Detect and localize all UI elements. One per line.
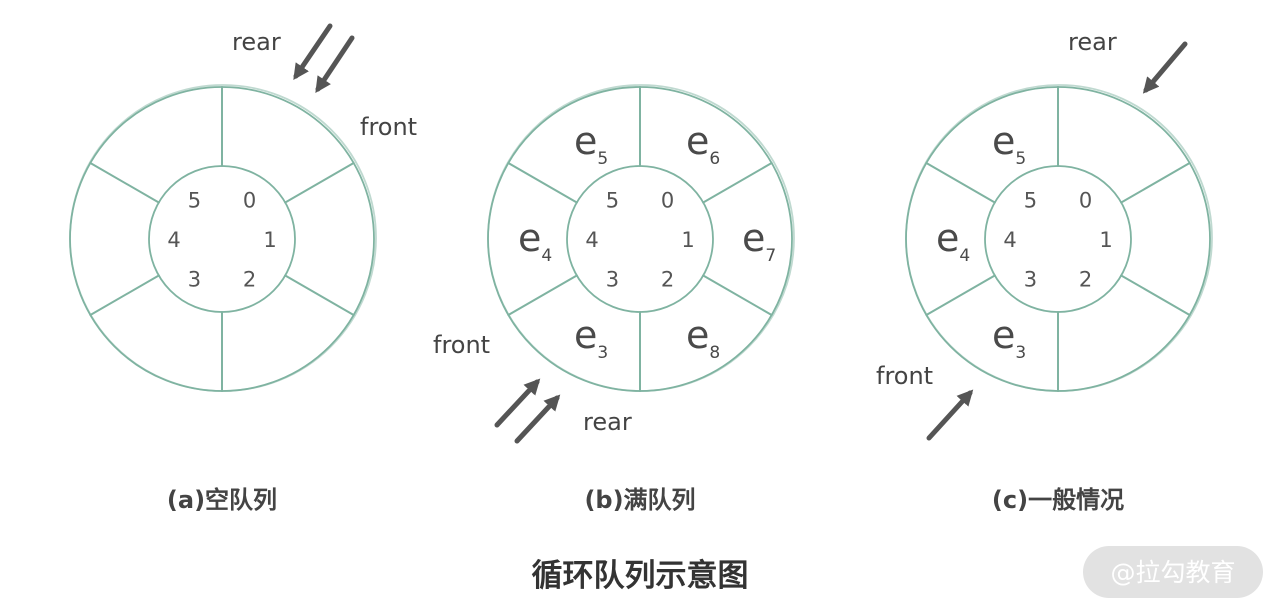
- rear-arrow: [1142, 41, 1188, 94]
- element-subscript: 4: [541, 246, 552, 266]
- ring-divider: [925, 274, 996, 316]
- slot-index-5: 5: [1024, 189, 1037, 213]
- slot-index-1: 1: [263, 228, 276, 252]
- element-subscript: 3: [1015, 343, 1026, 363]
- slot-index-0: 0: [243, 189, 256, 213]
- element-subscript: 7: [765, 246, 776, 266]
- slot-index-3: 3: [606, 267, 619, 291]
- slot-index-1: 1: [1099, 228, 1112, 252]
- ring-divider: [1120, 162, 1191, 204]
- pointer-label-front: front: [360, 113, 417, 141]
- element-subscript: 4: [959, 246, 970, 266]
- watermark-pill: [1083, 546, 1263, 598]
- slot-index-5: 5: [188, 189, 201, 213]
- queue-element-e5: e5: [574, 119, 608, 169]
- queue-element-e5: e5: [992, 119, 1026, 169]
- front-arrow: [926, 389, 974, 441]
- slot-index-2: 2: [661, 267, 674, 291]
- slot-index-4: 4: [167, 228, 180, 252]
- caption-a: (a)空队列: [167, 486, 277, 514]
- slot-index-4: 4: [585, 228, 598, 252]
- ring-divider: [507, 162, 578, 204]
- front-arrow: [494, 378, 541, 428]
- queue-element-e4: e4: [518, 216, 552, 266]
- element-subscript: 5: [1015, 149, 1026, 169]
- ring-divider: [1120, 274, 1191, 316]
- queue-element-e8: e8: [686, 313, 720, 363]
- elements-c: e5 e4 e3: [936, 119, 1026, 363]
- ring-divider: [507, 274, 578, 316]
- caption-c: (c)一般情况: [992, 486, 1124, 514]
- diagram-a: 012 345 rear front (a)空队列: [69, 23, 417, 514]
- ring-divider: [702, 162, 773, 204]
- slot-index-2: 2: [1079, 267, 1092, 291]
- element-subscript: 3: [597, 343, 608, 363]
- ring-divider: [89, 162, 160, 204]
- element-subscript: 6: [709, 149, 720, 169]
- ring-divider: [702, 274, 773, 316]
- element-subscript: 8: [709, 343, 720, 363]
- ring-a: 012 345: [69, 84, 377, 392]
- slot-index-3: 3: [188, 267, 201, 291]
- slot-index-4: 4: [1003, 228, 1016, 252]
- slot-index-5: 5: [606, 189, 619, 213]
- queue-element-e4: e4: [936, 216, 970, 266]
- element-subscript: 5: [597, 149, 608, 169]
- ring-divider: [925, 162, 996, 204]
- watermark-text: @拉勾教育: [1110, 558, 1235, 587]
- pointer-label-rear: rear: [583, 408, 632, 436]
- caption-b: (b)满队列: [584, 486, 695, 514]
- ring-divider: [89, 274, 160, 316]
- ring-divider: [284, 162, 355, 204]
- queue-element-e3: e3: [574, 313, 608, 363]
- queue-element-e3: e3: [992, 313, 1026, 363]
- rear-arrow: [293, 23, 333, 80]
- watermark: @拉勾教育: [1083, 546, 1263, 598]
- pointer-label-rear: rear: [232, 28, 281, 56]
- ring-divider: [284, 274, 355, 316]
- slot-index-0: 0: [661, 189, 674, 213]
- pointer-label-rear: rear: [1068, 28, 1117, 56]
- queue-element-e6: e6: [686, 119, 720, 169]
- elements-b: e5 e6 e7 e8 e3 e4: [518, 119, 776, 363]
- pointer-label-front: front: [433, 331, 490, 359]
- front-arrow: [315, 35, 355, 93]
- slot-index-2: 2: [243, 267, 256, 291]
- slot-index-3: 3: [1024, 267, 1037, 291]
- pointer-label-front: front: [876, 362, 933, 390]
- queue-element-e7: e7: [742, 216, 776, 266]
- diagram-title: 循环队列示意图: [532, 558, 749, 594]
- slot-index-0: 0: [1079, 189, 1092, 213]
- slot-index-1: 1: [681, 228, 694, 252]
- rear-arrow: [514, 394, 561, 444]
